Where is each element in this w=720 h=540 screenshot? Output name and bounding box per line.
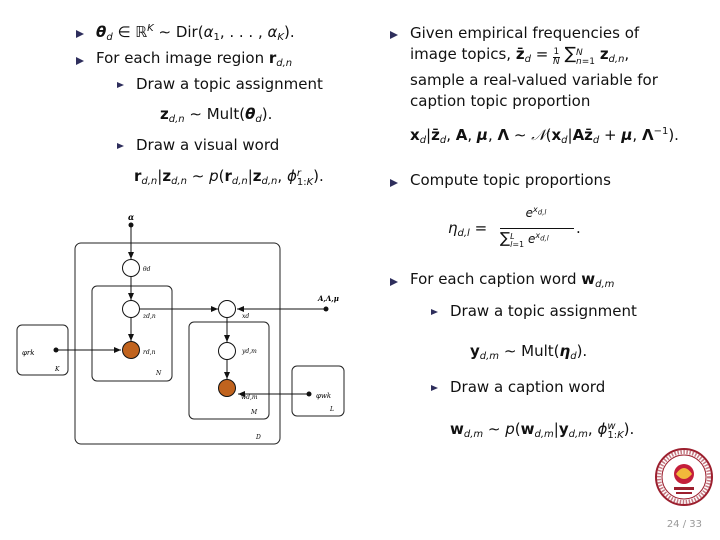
right-eq-3: yd,m ∼ Mult(ηd). <box>470 342 588 362</box>
sub-bullet-icon <box>117 143 124 149</box>
r-node <box>122 341 140 359</box>
page-number: 24 / 33 <box>666 519 702 530</box>
phiw-label: φwk <box>316 392 331 400</box>
alam-label: A,Λ,μ <box>317 294 339 303</box>
sub-bullet-icon <box>431 385 438 391</box>
plate-D-label: D <box>255 434 261 441</box>
left-bullet-2: For each image region rd,n <box>96 49 293 69</box>
bullet-icon <box>390 31 398 39</box>
plate-K-label: K <box>54 366 60 373</box>
phiw-dot <box>306 391 312 397</box>
alpha-label: α <box>128 212 134 222</box>
right-sub-2: Draw a caption word <box>450 378 606 396</box>
theta-label: θd <box>143 266 151 273</box>
left-bullet-1: θd ∈ ℝK ∼ Dir(α1, . . . , αK). <box>96 23 295 43</box>
sub-bullet-icon <box>431 309 438 315</box>
alam-dot <box>323 306 329 312</box>
right-bullet-3: For each caption word wd,m <box>410 270 615 290</box>
alpha-dot <box>128 222 134 228</box>
bullet-icon <box>76 57 84 65</box>
x-label: xd <box>242 313 249 320</box>
sub-bullet-icon <box>117 82 124 88</box>
theta-node <box>122 259 140 277</box>
phir-label: φrk <box>22 349 35 357</box>
plate-L-label: L <box>329 406 334 413</box>
plate-D <box>74 242 281 445</box>
university-logo <box>655 448 713 506</box>
plate-M-label: M <box>250 409 258 416</box>
bullet-icon <box>390 179 398 187</box>
plate-N-label: N <box>155 370 162 377</box>
r-label: rd,n <box>143 349 156 356</box>
plate-N <box>91 285 173 382</box>
w-label: wd,m <box>241 394 258 401</box>
left-sub-2: Draw a visual word <box>136 136 280 154</box>
right-bullet-2: Compute topic proportions <box>410 171 611 189</box>
left-eq-1: zd,n ∼ Mult(θd). <box>160 105 273 125</box>
z-node <box>122 300 140 318</box>
bullet-icon <box>76 30 84 38</box>
y-node <box>218 342 236 360</box>
plate-M <box>188 321 270 420</box>
y-label: yd,m <box>241 348 257 355</box>
plate-L <box>291 365 345 417</box>
w-node <box>218 379 236 397</box>
z-label: zd,n <box>142 313 156 320</box>
right-bullet-1: Given empirical frequencies of image top… <box>410 24 658 110</box>
left-sub-1: Draw a topic assignment <box>136 75 323 93</box>
right-eq-1: xd|z̄d, A, μ, Λ ∼ 𝒩(xd|Az̄d + μ, Λ−1). <box>410 126 679 146</box>
bullet-icon <box>390 278 398 286</box>
x-node <box>218 300 236 318</box>
right-sub-1: Draw a topic assignment <box>450 302 637 320</box>
phir-dot <box>53 347 59 353</box>
